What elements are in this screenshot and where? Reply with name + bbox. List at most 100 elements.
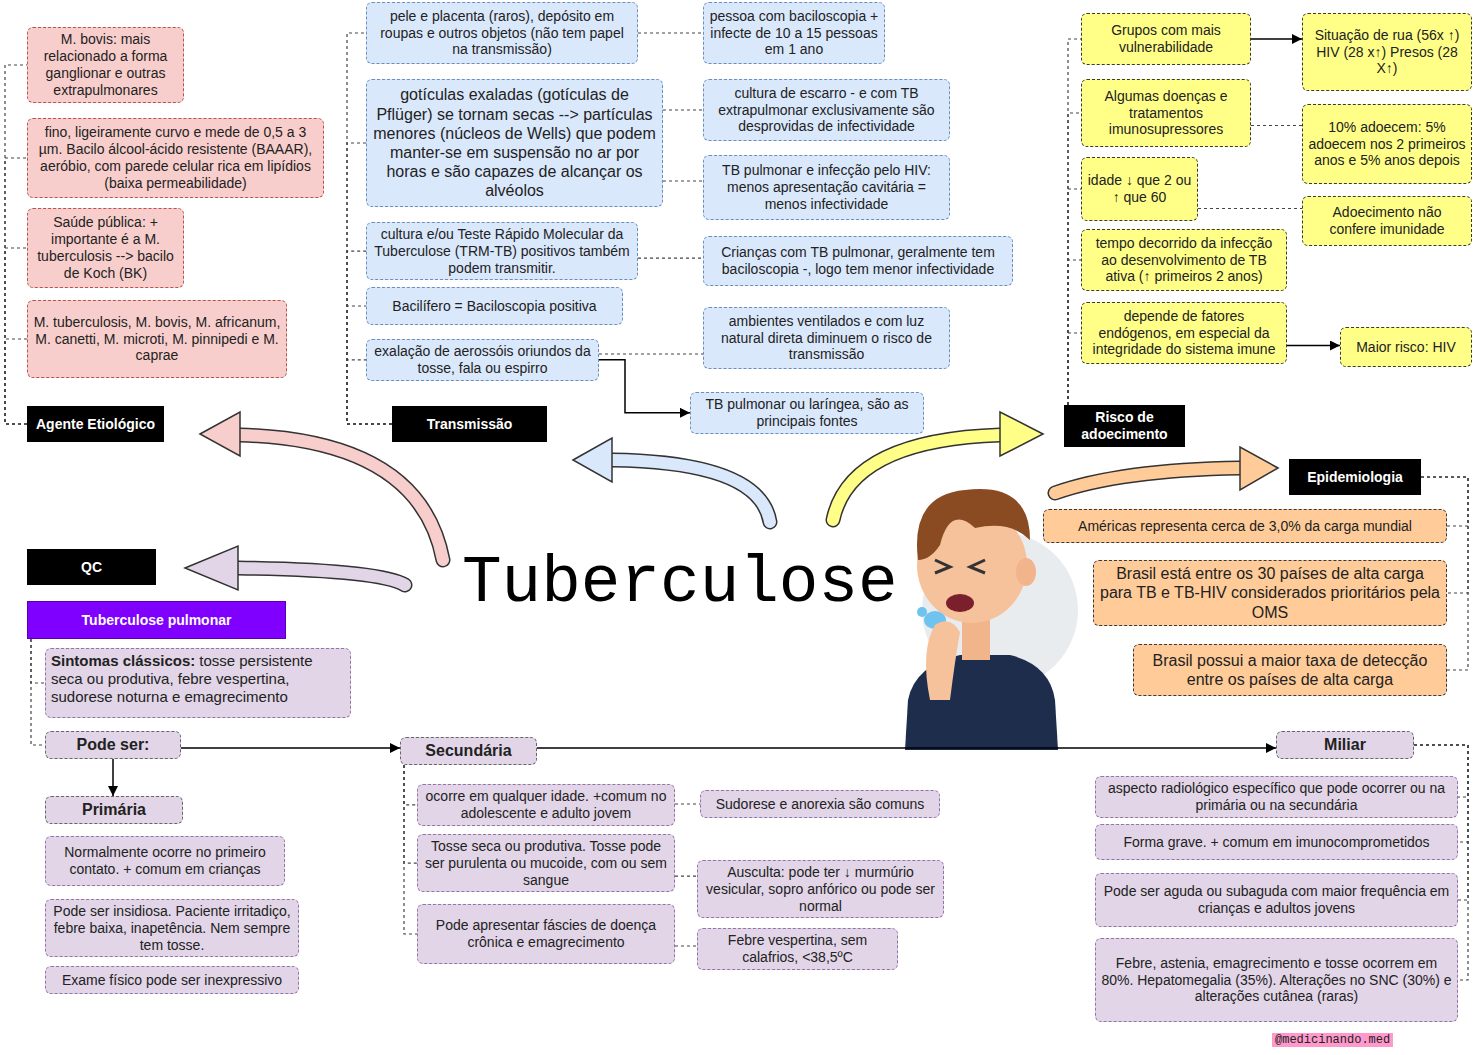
node-text: Bacilífero = Baciloscopia positiva [392, 298, 596, 315]
node-text: Agente Etiológico [36, 416, 155, 433]
node-text: Secundária [425, 741, 511, 760]
node-text: Tuberculose pulmonar [82, 612, 232, 629]
node-text: Situação de rua (56x ↑) HIV (28 x↑) Pres… [1308, 27, 1466, 77]
section-header: Transmissão [392, 406, 547, 442]
info-box: Bacilífero = Baciloscopia positiva [366, 287, 623, 325]
node-text: tempo decorrido da infecção ao desenvolv… [1087, 235, 1281, 285]
arrow-connector [1287, 345, 1340, 347]
node-text: depende de fatores endógenos, em especia… [1087, 308, 1281, 358]
info-box: Adoecimento não confere imunidade [1302, 196, 1472, 246]
info-box: Situação de rua (56x ↑) HIV (28 x↑) Pres… [1302, 13, 1472, 91]
node-text: pessoa com baciloscopia + infecte de 10 … [709, 8, 879, 58]
dashed-connector [5, 65, 27, 424]
subheading-box: Primária [45, 796, 183, 824]
info-box: tempo decorrido da infecção ao desenvolv… [1081, 229, 1287, 291]
arrow-connector [1251, 38, 1302, 40]
node-text: Sudorese e anorexia são comuns [716, 796, 925, 813]
node-text: Febre, astenia, emagrecimento e tosse oc… [1101, 955, 1452, 1005]
info-box: pessoa com baciloscopia + infecte de 10 … [703, 2, 885, 64]
node-text: Crianças com TB pulmonar, geralmente tem… [709, 244, 1007, 278]
info-box: Pode apresentar fáscies de doença crônic… [417, 904, 675, 964]
info-box: Ausculta: pode ter ↓ murmúrio vesicular,… [697, 860, 944, 918]
node-text: Pode ser: [77, 735, 150, 754]
info-box: TB pulmonar e infecção pelo HIV: menos a… [703, 155, 950, 220]
node-text: Américas representa cerca de 3,0% da car… [1078, 518, 1412, 535]
dashed-connector [31, 639, 45, 683]
node-text: M. bovis: mais relacionado a forma gangl… [33, 31, 178, 98]
dashed-connector [404, 765, 417, 863]
info-box: Brasil possui a maior taxa de detecção e… [1133, 644, 1447, 696]
arrow-connector [112, 759, 114, 796]
arrow-connector [181, 747, 400, 749]
info-box: ambientes ventilados e com luz natural d… [703, 307, 950, 369]
node-text: Brasil possui a maior taxa de detecção e… [1139, 651, 1441, 689]
info-box: aspecto radiológico específico que pode … [1095, 776, 1458, 818]
info-box: Normalmente ocorre no primeiro contato. … [45, 836, 285, 886]
subheading-box: Miliar [1276, 731, 1414, 759]
dashed-connector [1068, 189, 1081, 405]
node-text: Primária [82, 800, 146, 819]
node-text: idade ↓ que 2 ou ↑ que 60 [1087, 172, 1192, 206]
dashed-connector [404, 765, 417, 805]
node-text: Ausculta: pode ter ↓ murmúrio vesicular,… [703, 864, 938, 914]
node-text: aspecto radiológico específico que pode … [1101, 780, 1452, 814]
subheading-box: Pode ser: [45, 731, 181, 759]
dashed-connector [1068, 113, 1081, 405]
dashed-connector [5, 158, 27, 424]
dashed-connector [404, 765, 417, 934]
dashed-connector [675, 945, 697, 946]
info-box: exalação de aerossóis oriundos da tosse,… [366, 339, 599, 381]
dashed-connector [1251, 125, 1302, 126]
info-box: M. tuberculosis, M. bovis, M. africanum,… [27, 300, 287, 378]
node-text: Normalmente ocorre no primeiro contato. … [51, 844, 279, 878]
info-box: Algumas doenças e tratamentos imunosupre… [1081, 79, 1251, 147]
node-text: Exame físico pode ser inexpressivo [62, 972, 282, 989]
node-text: Grupos com mais vulnerabilidade [1087, 22, 1245, 56]
info-box: idade ↓ que 2 ou ↑ que 60 [1081, 157, 1198, 221]
info-box: Forma grave. + comum em imunocomprometid… [1095, 824, 1458, 860]
info-box: TB pulmonar ou laríngea, são as principa… [690, 392, 924, 434]
node-text: Maior risco: HIV [1356, 339, 1456, 356]
section-header: Agente Etiológico [27, 406, 164, 442]
arrow-connector [599, 360, 690, 413]
node-text: 10% adoecem: 5% adoecem nos 2 primeiros … [1308, 119, 1466, 169]
node-text: Algumas doenças e tratamentos imunosupre… [1087, 88, 1245, 138]
dashed-connector [663, 109, 703, 110]
node-text: Forma grave. + comum em imunocomprometid… [1123, 834, 1429, 851]
info-box: 10% adoecem: 5% adoecem nos 2 primeiros … [1302, 104, 1472, 184]
dashed-connector [638, 258, 703, 259]
node-text: TB pulmonar ou laríngea, são as principa… [696, 396, 918, 430]
main-title: Tuberculose [462, 546, 898, 621]
info-box: Crianças com TB pulmonar, geralmente tem… [703, 236, 1013, 286]
dashed-connector [1198, 208, 1302, 209]
section-header: Tuberculose pulmonar [27, 601, 286, 639]
node-text: ocorre em qualquer idade. +comum no adol… [423, 788, 669, 822]
node-text: Pode ser aguda ou subaguda com maior fre… [1101, 883, 1452, 917]
node-text: Epidemiologia [1307, 469, 1403, 486]
node-text: QC [81, 559, 102, 576]
info-box: Grupos com mais vulnerabilidade [1081, 13, 1251, 65]
info-box: pele e placenta (raros), depósito em rou… [366, 2, 638, 64]
info-box: Brasil está entre os 30 países de alta c… [1093, 560, 1447, 626]
node-text: M. tuberculosis, M. bovis, M. africanum,… [33, 314, 281, 364]
node-text: cultura de escarro - e com TB extrapulmo… [709, 85, 944, 135]
node-text: Tosse seca ou produtiva. Tosse pode ser … [423, 838, 669, 888]
dashed-connector [5, 248, 27, 424]
info-box: Tosse seca ou produtiva. Tosse pode ser … [417, 834, 675, 892]
info-box: depende de fatores endógenos, em especia… [1081, 302, 1287, 364]
node-text: Risco de adoecimento [1070, 409, 1179, 443]
section-header: QC [27, 549, 156, 585]
dashed-connector [663, 180, 703, 181]
info-box: Febre, astenia, emagrecimento e tosse oc… [1095, 938, 1458, 1022]
info-box: Sudorese e anorexia são comuns [700, 790, 940, 818]
info-box: Maior risco: HIV [1340, 327, 1472, 367]
info-box: Sintomas clássicos:tosse persistente sec… [45, 648, 351, 718]
dashed-connector [675, 803, 700, 804]
info-box: cultura de escarro - e com TB extrapulmo… [703, 79, 950, 141]
node-text: Sintomas clássicos: [51, 652, 195, 669]
dashed-connector [675, 876, 697, 877]
dashed-connector [1068, 333, 1081, 405]
info-box: Saúde pública: + importante é a M. tuber… [27, 208, 184, 288]
info-box: Pode ser aguda ou subaguda com maior fre… [1095, 873, 1458, 927]
info-box: cultura e/ou Teste Rápido Molecular da T… [366, 222, 638, 280]
